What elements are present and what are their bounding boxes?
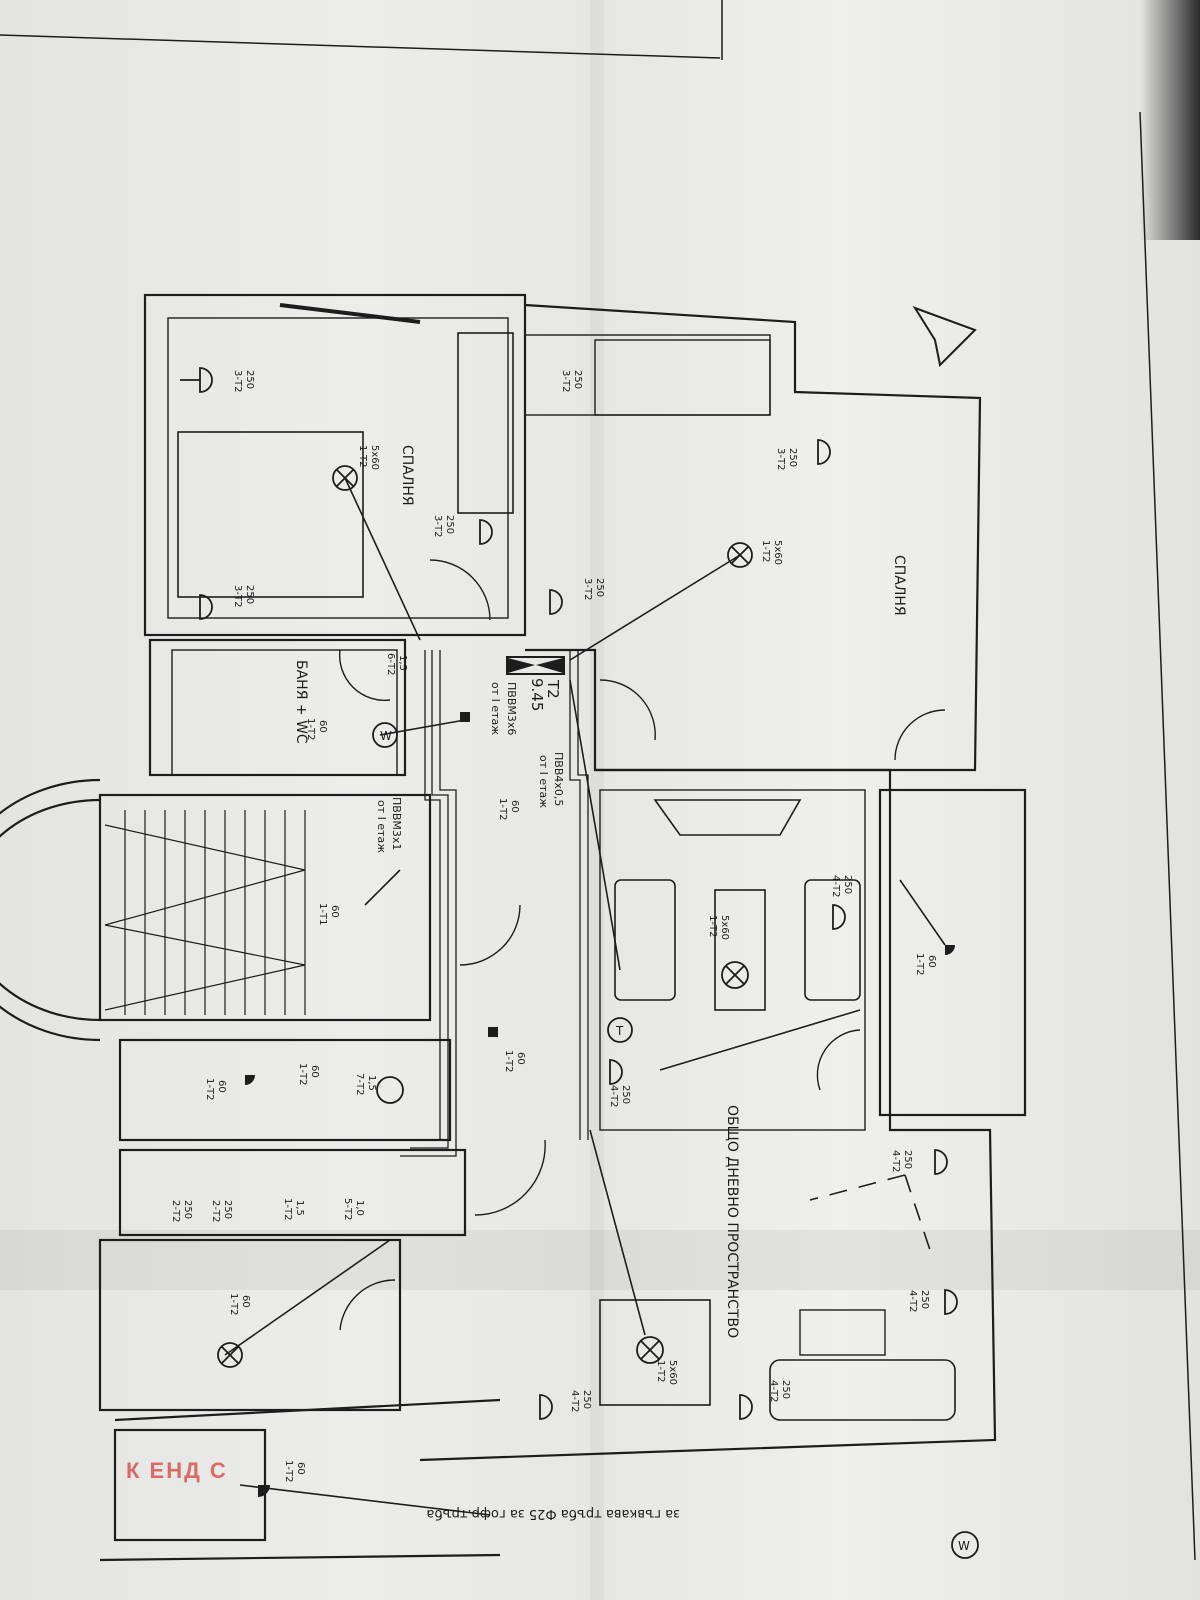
svg-text:250: 250 bbox=[787, 448, 798, 467]
svg-text:6-Т2: 6-Т2 bbox=[385, 653, 396, 675]
socket-icons bbox=[180, 367, 958, 1420]
svg-text:2-Т2: 2-Т2 bbox=[210, 1200, 221, 1222]
red-stamp: К ЕНД С bbox=[126, 1458, 228, 1483]
cable-sub-1: от I етаж bbox=[489, 682, 502, 735]
svg-text:4-Т2: 4-Т2 bbox=[569, 1390, 580, 1412]
svg-text:1-Т2: 1-Т2 bbox=[760, 540, 771, 562]
svg-text:4-Т2: 4-Т2 bbox=[907, 1290, 918, 1312]
svg-text:1-Т2: 1-Т2 bbox=[204, 1078, 215, 1100]
cable-label-3: ПВВ4х0,5 bbox=[552, 752, 565, 806]
panel-label: T2 bbox=[544, 679, 562, 699]
svg-text:W: W bbox=[380, 729, 392, 743]
svg-text:5х60: 5х60 bbox=[667, 1360, 678, 1385]
svg-text:250: 250 bbox=[842, 875, 853, 894]
svg-text:7-Т2: 7-Т2 bbox=[354, 1073, 365, 1095]
svg-text:250: 250 bbox=[444, 515, 455, 534]
svg-text:1-Т2: 1-Т2 bbox=[707, 915, 718, 937]
svg-text:1-Т2: 1-Т2 bbox=[655, 1360, 666, 1382]
svg-text:1,5: 1,5 bbox=[366, 1075, 377, 1091]
background-edge bbox=[1140, 0, 1200, 240]
svg-text:250: 250 bbox=[222, 1200, 233, 1219]
svg-text:1,0: 1,0 bbox=[354, 1200, 365, 1216]
ceiling-light-icons: W T bbox=[217, 465, 979, 1559]
circuit-annotations: 5х60 1-Т2 5х60 1-Т2 5х60 1-Т2 5х60 1-Т2 … bbox=[170, 370, 937, 1482]
wall-light-icons bbox=[245, 712, 955, 1497]
svg-text:250: 250 bbox=[620, 1085, 631, 1104]
svg-text:3-Т2: 3-Т2 bbox=[775, 448, 786, 470]
svg-text:60: 60 bbox=[317, 720, 328, 733]
svg-text:60: 60 bbox=[509, 800, 520, 813]
svg-text:1-Т2: 1-Т2 bbox=[914, 953, 925, 975]
svg-text:5х60: 5х60 bbox=[772, 540, 783, 565]
svg-text:T: T bbox=[615, 1024, 624, 1038]
panel-value: 9.45 bbox=[528, 678, 546, 711]
svg-text:4-Т2: 4-Т2 bbox=[830, 875, 841, 897]
svg-text:1,5: 1,5 bbox=[397, 655, 408, 671]
svg-text:250: 250 bbox=[902, 1150, 913, 1169]
svg-text:1-Т1: 1-Т1 bbox=[317, 903, 328, 925]
paper-fold-vertical bbox=[590, 0, 604, 1600]
svg-text:250: 250 bbox=[919, 1290, 930, 1309]
svg-text:1-Т2: 1-Т2 bbox=[228, 1293, 239, 1315]
svg-text:60: 60 bbox=[240, 1295, 251, 1308]
svg-text:1-Т2: 1-Т2 bbox=[282, 1198, 293, 1220]
legend-symbol: W bbox=[958, 1539, 970, 1553]
cable-sub-2: от I етаж bbox=[375, 800, 388, 853]
svg-text:250: 250 bbox=[780, 1380, 791, 1399]
svg-text:3-Т2: 3-Т2 bbox=[432, 515, 443, 537]
svg-text:60: 60 bbox=[515, 1052, 526, 1065]
svg-text:60: 60 bbox=[329, 905, 340, 918]
wiring bbox=[224, 477, 946, 1516]
svg-text:2-Т2: 2-Т2 bbox=[170, 1200, 181, 1222]
conduit-note: за гъвкава тръба Ф25 за гофр.тръба bbox=[426, 1506, 680, 1521]
svg-text:4-Т2: 4-Т2 bbox=[890, 1150, 901, 1172]
room-label-bedroom-2: СПАЛНЯ bbox=[891, 555, 907, 616]
room-labels: СПАЛНЯ СПАЛНЯ БАНЯ + WC ОБЩО ДНЕВНО ПРОС… bbox=[293, 445, 907, 1338]
room-label-bedroom-1: СПАЛНЯ bbox=[399, 445, 415, 506]
svg-text:250: 250 bbox=[572, 370, 583, 389]
svg-text:60: 60 bbox=[926, 955, 937, 968]
svg-text:250: 250 bbox=[244, 370, 255, 389]
svg-text:5х60: 5х60 bbox=[719, 915, 730, 940]
svg-text:250: 250 bbox=[594, 578, 605, 597]
svg-text:5-Т2: 5-Т2 bbox=[342, 1198, 353, 1220]
svg-text:4-Т2: 4-Т2 bbox=[608, 1085, 619, 1107]
svg-text:1,5: 1,5 bbox=[294, 1200, 305, 1216]
svg-text:3-Т2: 3-Т2 bbox=[560, 370, 571, 392]
svg-text:1-Т2: 1-Т2 bbox=[497, 798, 508, 820]
svg-text:3-Т2: 3-Т2 bbox=[232, 370, 243, 392]
svg-text:1-Т2: 1-Т2 bbox=[503, 1050, 514, 1072]
svg-text:5х60: 5х60 bbox=[369, 445, 380, 470]
svg-text:250: 250 bbox=[244, 585, 255, 604]
svg-text:4-Т2: 4-Т2 bbox=[768, 1380, 779, 1402]
cable-label-2: ПВВМ3х1 bbox=[390, 797, 403, 850]
svg-text:1-Т2: 1-Т2 bbox=[305, 718, 316, 740]
distribution-panel bbox=[506, 656, 565, 675]
svg-text:60: 60 bbox=[216, 1080, 227, 1093]
room-label-bathroom: БАНЯ + WC bbox=[293, 660, 309, 744]
svg-text:250: 250 bbox=[581, 1390, 592, 1409]
svg-text:1-Т2: 1-Т2 bbox=[283, 1460, 294, 1482]
svg-text:250: 250 bbox=[182, 1200, 193, 1219]
room-label-living: ОБЩО ДНЕВНО ПРОСТРАНСТВО bbox=[724, 1105, 740, 1338]
svg-text:3-Т2: 3-Т2 bbox=[582, 578, 593, 600]
svg-text:1-Т2: 1-Т2 bbox=[357, 445, 368, 467]
svg-text:60: 60 bbox=[309, 1065, 320, 1078]
walls bbox=[0, 0, 1196, 1562]
svg-text:1-Т2: 1-Т2 bbox=[297, 1063, 308, 1085]
cable-sub-3: от I етаж bbox=[537, 755, 550, 808]
svg-text:3-Т2: 3-Т2 bbox=[232, 585, 243, 607]
svg-text:60: 60 bbox=[295, 1462, 306, 1475]
cable-label-1: ПВВМ3х6 bbox=[505, 682, 518, 735]
